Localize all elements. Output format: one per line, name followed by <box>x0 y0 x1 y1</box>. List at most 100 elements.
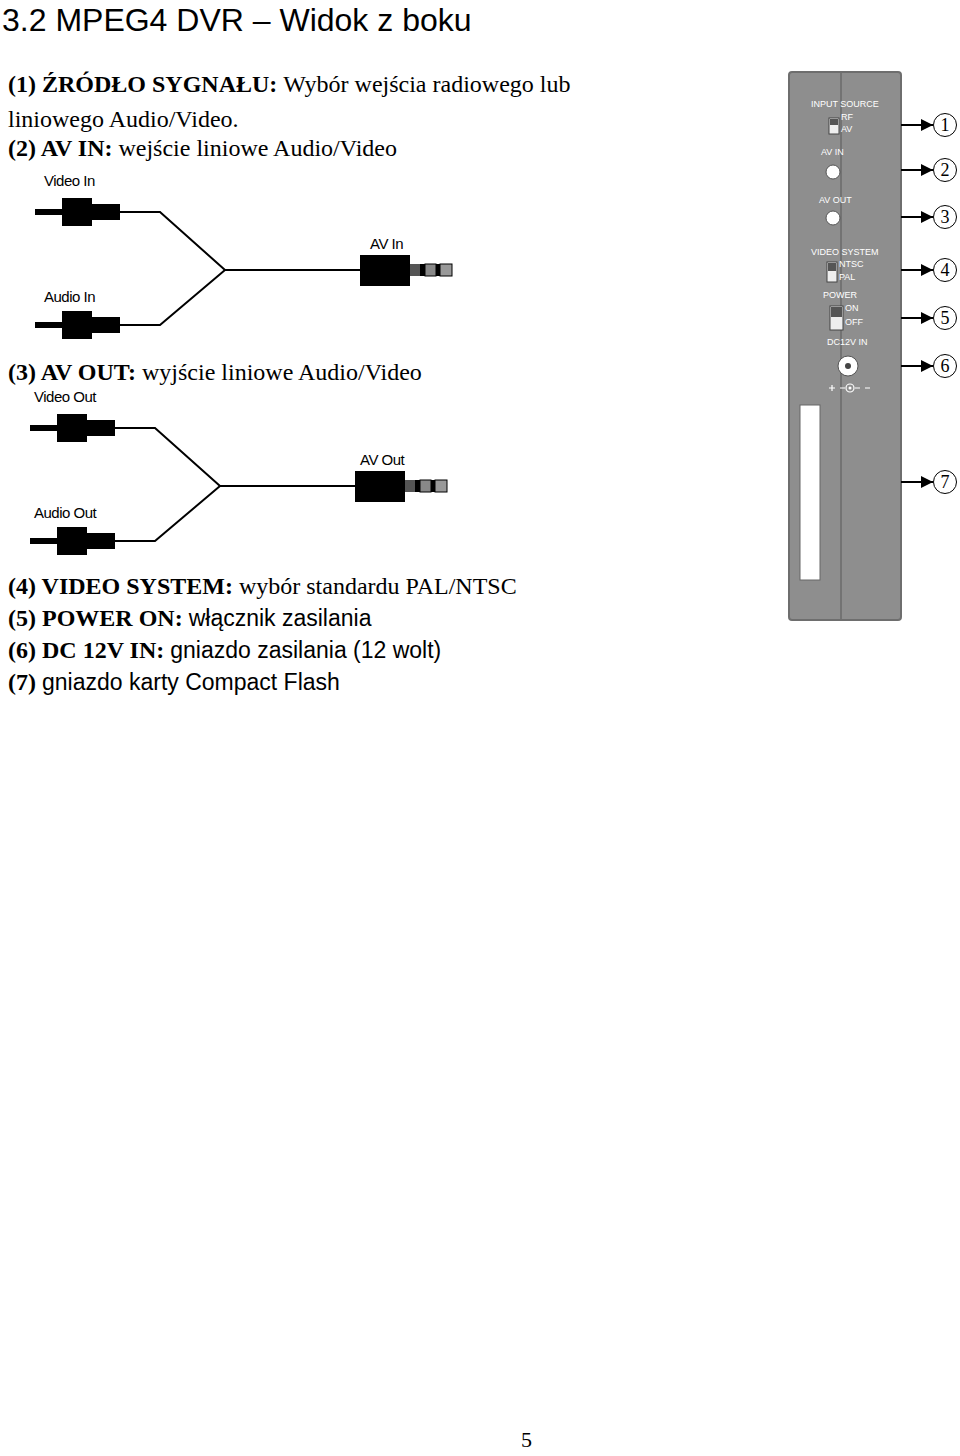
panel-label: AV <box>841 124 852 135</box>
cable-label: Video In <box>44 172 95 189</box>
switch-knob <box>831 307 842 317</box>
jack-plug <box>360 255 410 286</box>
callout-number: 7 <box>941 473 950 491</box>
plug-pin <box>30 425 57 431</box>
item-heading: (7) <box>8 669 36 695</box>
plug-tip <box>420 480 431 492</box>
description-item: (1) ŹRÓDŁO SYGNAŁU:Wybór wejścia radiowe… <box>8 68 668 138</box>
cable-label: Video Out <box>34 388 96 405</box>
cable-label: AV In <box>370 235 403 252</box>
switch-knob <box>830 119 838 125</box>
plug-ring <box>420 264 425 276</box>
item-description: gniazdo zasilania (12 wolt) <box>170 637 441 663</box>
description-item: (3) AV OUT:wyjście liniowe Audio/Video <box>8 356 768 391</box>
polarity-circle <box>846 384 854 392</box>
plug-ring <box>431 480 435 492</box>
polarity-dot <box>849 387 852 390</box>
leader-arrow <box>901 269 933 271</box>
av-out-jack <box>826 211 840 225</box>
item-heading: (3) AV OUT: <box>8 359 136 385</box>
panel-label: PAL <box>839 272 855 283</box>
leader-arrow <box>901 124 933 126</box>
plug-neck <box>92 317 120 333</box>
plug-tip <box>435 480 447 492</box>
plug-neck <box>92 204 120 220</box>
item-description: wyjście liniowe Audio/Video <box>142 359 422 385</box>
panel-label: RF <box>841 112 853 123</box>
plug-pin <box>30 538 57 544</box>
item-heading: (6) DC 12V IN: <box>8 637 164 663</box>
power-switch <box>830 306 843 330</box>
av-cable <box>35 198 452 339</box>
panel-label: NTSC <box>839 259 864 270</box>
leader-arrow <box>901 216 933 218</box>
callout-number: 6 <box>941 357 950 375</box>
dc-jack-pin <box>845 363 851 369</box>
cable-label: Audio Out <box>34 504 96 521</box>
description-item: (2) AV IN:wejście liniowe Audio/Video <box>8 132 768 167</box>
item-description: wejście liniowe Audio/Video <box>118 135 397 161</box>
item-heading: (2) AV IN: <box>8 135 112 161</box>
compact-flash-slot <box>800 405 820 580</box>
plug-neck <box>87 533 115 549</box>
item-description: gniazdo karty Compact Flash <box>42 669 340 695</box>
cable-label: Audio In <box>44 288 95 305</box>
side-panel: INPUT SOURCERFAVAV INAV OUTVIDEO SYSTEMN… <box>789 72 901 620</box>
rca-plug <box>62 311 92 339</box>
leader-arrow <box>901 169 933 171</box>
rca-plug <box>62 198 92 226</box>
rca-plug <box>57 527 87 555</box>
plug-tip <box>425 264 436 276</box>
polarity-symbol <box>829 384 870 392</box>
plug-pin <box>35 209 62 215</box>
polarity-strokes <box>829 385 870 391</box>
callout-number: 5 <box>941 309 950 327</box>
leader-arrow <box>901 317 933 319</box>
callout-circle: 4 <box>933 258 957 282</box>
plug-tip <box>410 264 420 276</box>
dc-jack <box>838 356 858 376</box>
panel-label: AV OUT <box>819 195 852 206</box>
plug-ring <box>436 264 440 276</box>
plug-tip <box>440 264 452 276</box>
callout-circle: 7 <box>933 470 957 494</box>
panel-housing <box>789 72 901 620</box>
video-system-switch <box>827 262 837 282</box>
callout-number: 4 <box>941 261 950 279</box>
callout-number: 2 <box>941 161 950 179</box>
panel-label: ON <box>845 303 859 314</box>
page-title: 3.2 MPEG4 DVR – Widok z boku <box>2 0 472 40</box>
switch-knob <box>828 263 836 271</box>
source-switch <box>829 118 839 134</box>
description-item: (7)gniazdo karty Compact Flash <box>8 666 768 701</box>
panel-label: OFF <box>845 317 863 328</box>
panel-label: POWER <box>823 290 857 301</box>
item-heading: (1) ŹRÓDŁO SYGNAŁU: <box>8 71 277 97</box>
callout-circle: 1 <box>933 113 957 137</box>
plug-neck <box>87 420 115 436</box>
cable-label: AV Out <box>360 451 404 468</box>
item-heading: (4) VIDEO SYSTEM: <box>8 573 233 599</box>
callout-number: 3 <box>941 208 950 226</box>
jack-plug <box>355 471 405 502</box>
description-item: (5) POWER ON:włącznik zasilania <box>8 602 768 637</box>
leader-arrow <box>901 365 933 367</box>
av-cable <box>30 414 447 555</box>
av-in-jack <box>826 165 840 179</box>
description-item: (4) VIDEO SYSTEM:wybór standardu PAL/NTS… <box>8 570 768 605</box>
description-item: (6) DC 12V IN:gniazdo zasilania (12 wolt… <box>8 634 768 669</box>
item-description: wybór standardu PAL/NTSC <box>239 573 517 599</box>
plug-pin <box>35 322 62 328</box>
callout-circle: 2 <box>933 158 957 182</box>
callout-circle: 5 <box>933 306 957 330</box>
callout-circle: 6 <box>933 354 957 378</box>
panel-label: INPUT SOURCE <box>811 99 879 110</box>
callout-number: 1 <box>941 116 950 134</box>
item-description: włącznik zasilania <box>189 605 372 631</box>
callout-circle: 3 <box>933 205 957 229</box>
cable-wire <box>120 212 362 325</box>
cable-wire <box>115 428 357 541</box>
plug-tip <box>405 480 415 492</box>
